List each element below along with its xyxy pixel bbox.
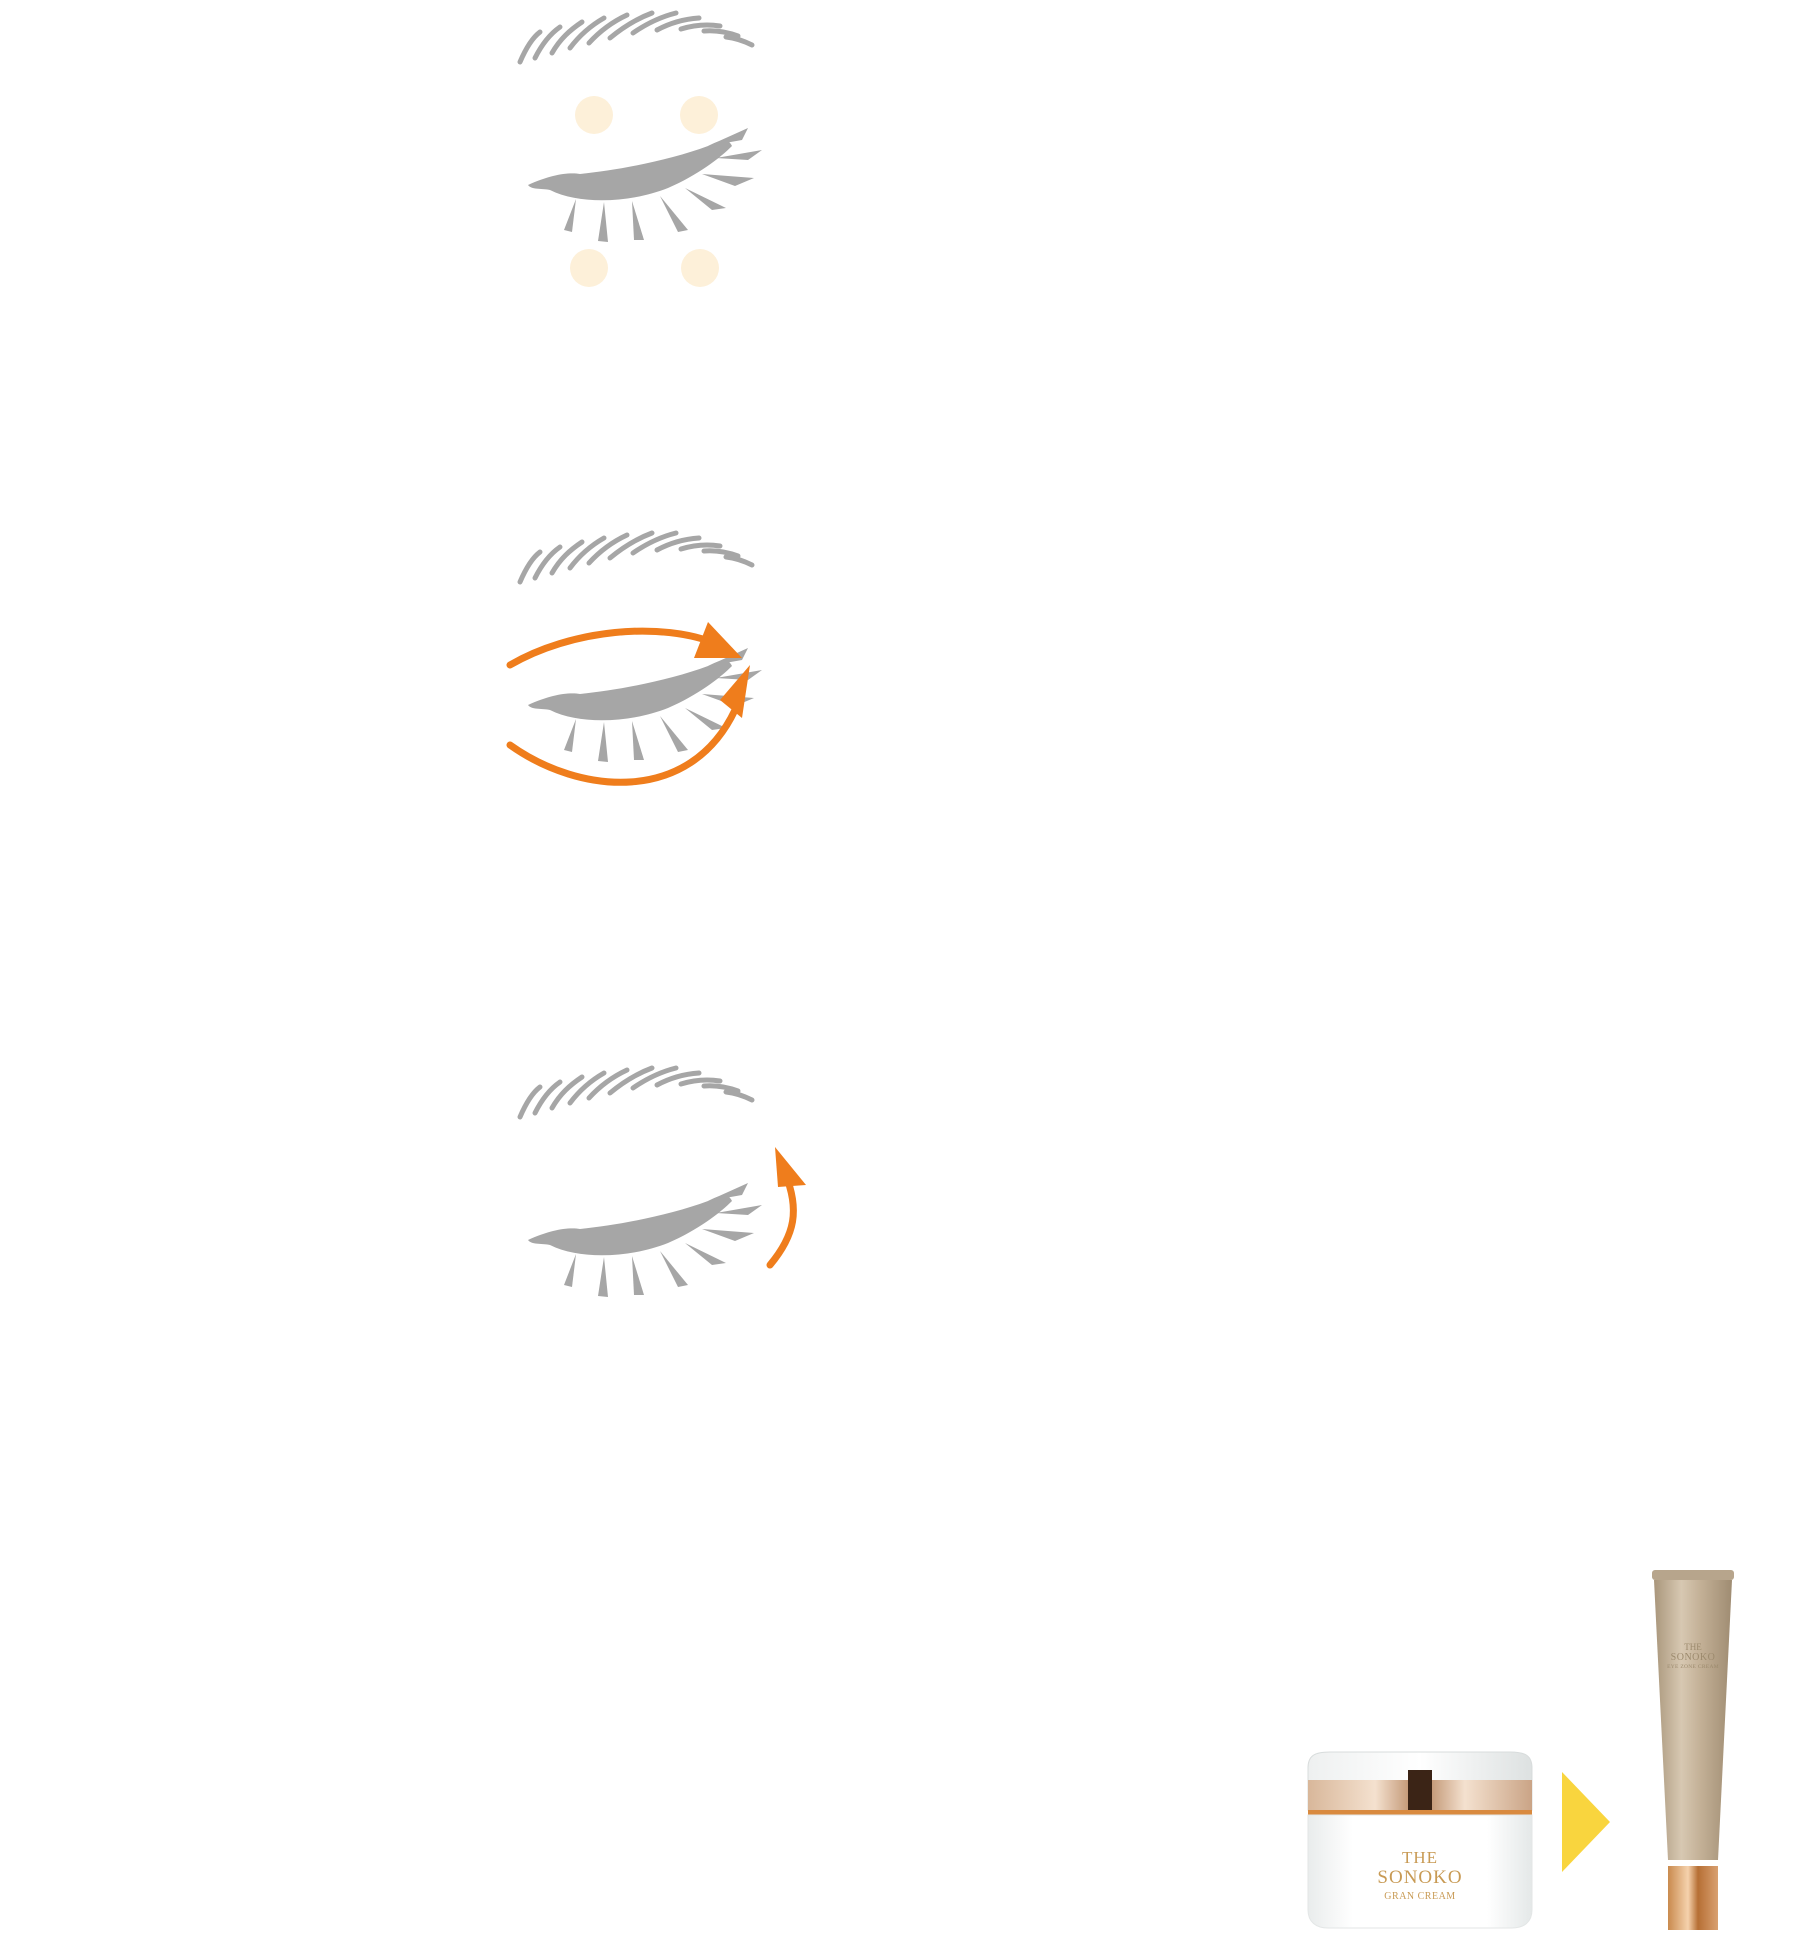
jar-brand-line2: SONOKO xyxy=(1377,1867,1463,1888)
eye-illustration-circular-massage xyxy=(480,520,860,820)
tube-product-name: EYE ZONE CREAM xyxy=(1667,1664,1719,1670)
arrow-head-icon xyxy=(775,1147,806,1187)
tube-brand-line1: THE xyxy=(1684,1642,1702,1652)
jar-product-name: GRAN CREAM xyxy=(1384,1891,1456,1902)
upper-orbit-arrow xyxy=(506,627,724,669)
jar-brand-line1: THE xyxy=(1401,1848,1439,1867)
tube-brand-line2: SONOKO xyxy=(1670,1652,1716,1663)
eye-corner-svg xyxy=(517,1065,806,1297)
jar-graphic xyxy=(1307,1751,1533,1929)
tube-graphic xyxy=(1652,1570,1734,1930)
triangle-right-icon xyxy=(1562,1772,1610,1872)
eye-circular-svg xyxy=(506,530,762,786)
eye-pressure-svg xyxy=(517,10,762,287)
pressure-point-dot xyxy=(681,249,719,287)
closed-eye xyxy=(528,1183,762,1297)
eye-illustration-pressure-points xyxy=(480,0,860,300)
gran-cream-jar: THE SONOKO GRAN CREAM xyxy=(1300,1750,1540,1930)
closed-eye xyxy=(528,128,762,242)
eye-illustration-corner-lift xyxy=(480,1055,860,1355)
product-sequence: THE SONOKO GRAN CREAM xyxy=(1280,1560,1760,1930)
pressure-point-dot xyxy=(575,96,613,134)
lower-orbit-arrow xyxy=(506,706,739,786)
arrow-head-icon xyxy=(694,622,742,658)
pressure-point-dot xyxy=(570,249,608,287)
arrow-head-icon xyxy=(720,665,750,718)
lift-arrow xyxy=(766,1169,797,1269)
pressure-point-dot xyxy=(680,96,718,134)
eyebrow xyxy=(517,1065,755,1120)
eye-zone-cream-tube: THE SONOKO EYE ZONE CREAM xyxy=(1652,1570,1734,1930)
eyebrow xyxy=(517,10,755,65)
eyebrow xyxy=(517,530,755,585)
